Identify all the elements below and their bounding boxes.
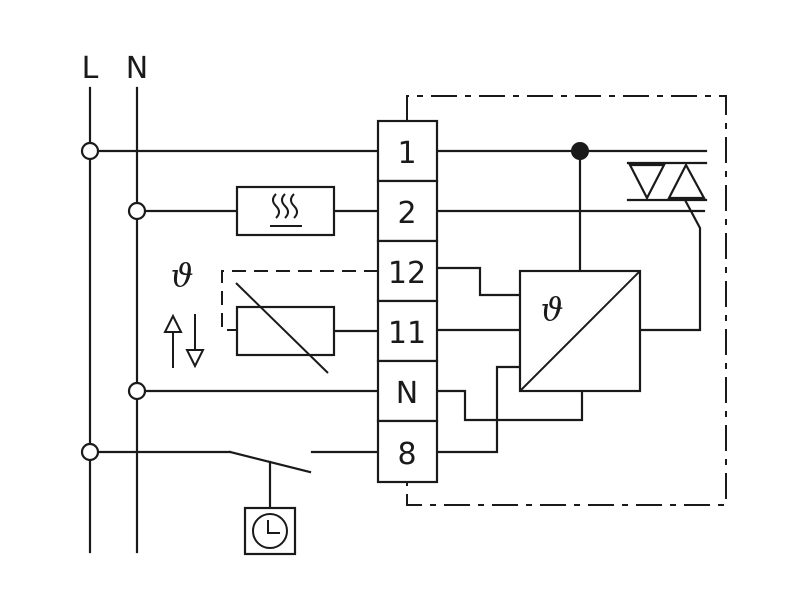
junction-node-n-2: [127, 201, 147, 221]
internal-wire-8: [435, 365, 522, 454]
junction-node-n-n: [127, 381, 147, 401]
junction-node-l-1: [80, 141, 100, 161]
terminal-label: 11: [388, 316, 426, 351]
controller-theta-symbol: ϑ: [541, 290, 564, 328]
terminal-label: 1: [397, 136, 416, 171]
up-down-arrows-icon: [163, 313, 205, 369]
neutral-rail-label: N: [126, 51, 148, 86]
controller-block: [518, 269, 642, 393]
sensor-theta-symbol: ϑ: [171, 256, 194, 294]
triac-icon: [626, 161, 708, 202]
terminal-label: 2: [397, 196, 416, 231]
internal-wire-n: [435, 389, 584, 422]
terminal-strip: [376, 119, 439, 484]
junction-node-l-8: [80, 442, 100, 462]
sensor-dashed-link: [221, 270, 378, 331]
line-rail-label: L: [82, 51, 99, 86]
ntc-sensor-icon: [235, 282, 336, 374]
internal-wire-gate: [638, 198, 702, 332]
clock-timer-icon: [243, 506, 297, 556]
internal-wire-12: [435, 266, 522, 297]
heating-element-icon: [235, 185, 336, 237]
device-enclosure-outline: [406, 95, 727, 506]
terminal-label: N: [396, 376, 418, 411]
terminal-label: 8: [397, 437, 416, 472]
terminal-label: 12: [388, 256, 426, 291]
